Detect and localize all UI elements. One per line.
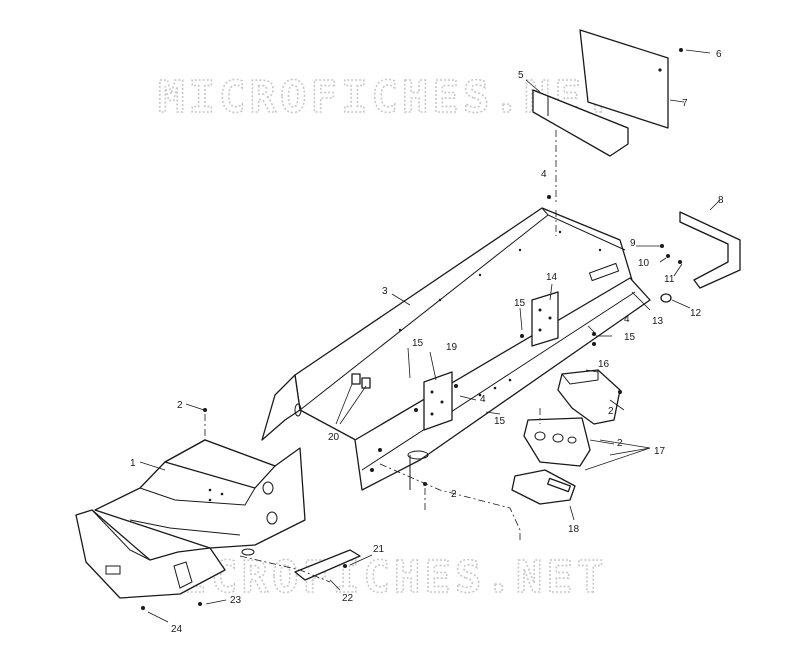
callout-label: 18	[568, 524, 580, 535]
callout-label: 3	[382, 286, 388, 297]
callout-label: 15	[514, 298, 526, 309]
callout-label: 19	[446, 342, 458, 353]
callout-label: 13	[652, 316, 664, 327]
callout-label: 22	[342, 593, 354, 604]
callout-label: 14	[546, 272, 558, 283]
callout-label: 24	[171, 624, 183, 635]
part-15-bracket	[523, 417, 591, 467]
callout-label: 9	[630, 238, 636, 249]
callout-label: 2	[177, 400, 183, 411]
callout-label: 21	[373, 544, 385, 555]
callout-label: 6	[716, 49, 722, 60]
part-12-cap	[660, 293, 672, 303]
callout-label: 5	[518, 70, 524, 81]
callout-label: 2	[451, 489, 457, 500]
callout-label: 15	[494, 416, 506, 427]
callout-label: 17	[654, 446, 666, 457]
part-13-side-panel	[354, 277, 651, 491]
part-16-bracket	[557, 369, 621, 425]
callout-label: 8	[718, 195, 724, 206]
centerlines	[204, 210, 557, 583]
callout-label: 1	[130, 458, 136, 469]
leader-lines	[139, 49, 721, 623]
part-8-bumper	[679, 211, 741, 289]
part-5-bracket	[532, 89, 629, 157]
callout-label: 4	[624, 314, 630, 325]
callout-label: 23	[230, 595, 242, 606]
callout-label: 7	[682, 98, 688, 109]
callout-label: 10	[638, 258, 650, 269]
part-20-clips	[351, 373, 371, 389]
part-24-lower-section	[75, 509, 226, 599]
callout-label: 4	[480, 394, 486, 405]
callout-label: 11	[664, 274, 675, 285]
callout-label: 4	[541, 169, 547, 180]
part-1-bulkhead	[94, 439, 306, 556]
part-14-plate	[531, 291, 559, 347]
callout-label: 15	[412, 338, 424, 349]
part-22-angle-bracket	[294, 549, 361, 581]
watermark-bottom: MICROFICHES.NET	[150, 552, 607, 603]
part-18-bracket	[511, 469, 576, 505]
part-19-plate	[423, 371, 453, 431]
part-7-panel	[579, 29, 669, 129]
callout-label: 20	[328, 432, 340, 443]
callout-label: 16	[598, 359, 610, 370]
callout-label: 2	[617, 438, 623, 449]
callout-label: 2	[608, 406, 614, 417]
callout-labels: 1 2 2 2 2 3 4 4 4 5 6 7 8 9 10 11 12 13 …	[130, 49, 724, 635]
callout-label: 12	[690, 308, 702, 319]
callout-label: 15	[624, 332, 636, 343]
